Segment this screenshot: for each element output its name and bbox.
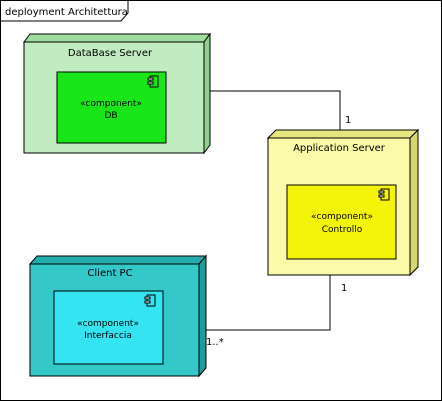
component-icon [144,294,156,307]
node-top-face [266,129,420,139]
node-database-server[interactable]: DataBase Server «component» DB [23,32,211,155]
component-name: Interfaccia [84,331,132,341]
node-name: DataBase Server [68,48,153,59]
node-side-face [203,32,211,155]
component-box [286,184,397,260]
link-app-to-client[interactable] [206,275,331,331]
node-top-face [28,255,208,265]
component-stereotype: «component» [311,212,373,222]
component-stereotype: «component» [77,319,139,329]
node-application-server[interactable]: Application Server «component» Controllo [266,128,420,277]
component-name: DB [104,111,117,121]
component-icon [378,188,390,201]
component-interfaccia[interactable]: «component» Interfaccia [53,290,164,365]
component-icon [147,75,159,88]
component-db[interactable]: «component» DB [56,71,167,144]
multiplicity-client-end: 1..* [206,337,224,348]
link-db-to-app[interactable] [206,90,341,131]
frame-title-tab [0,0,129,22]
node-name: Client PC [87,268,132,279]
component-stereotype: «component» [80,99,142,109]
component-controllo[interactable]: «component» Controllo [286,184,397,260]
multiplicity-app-end-top: 1 [345,115,351,126]
node-side-face [198,254,207,378]
node-top-face [23,33,211,43]
multiplicity-app-end-bottom: 1 [341,283,347,294]
node-side-face [409,128,419,277]
frame-title: deployment Architettura [5,7,128,18]
node-client-pc[interactable]: Client PC «component» Interfaccia [28,254,208,378]
node-name: Application Server [293,143,386,154]
component-name: Controllo [322,225,363,235]
